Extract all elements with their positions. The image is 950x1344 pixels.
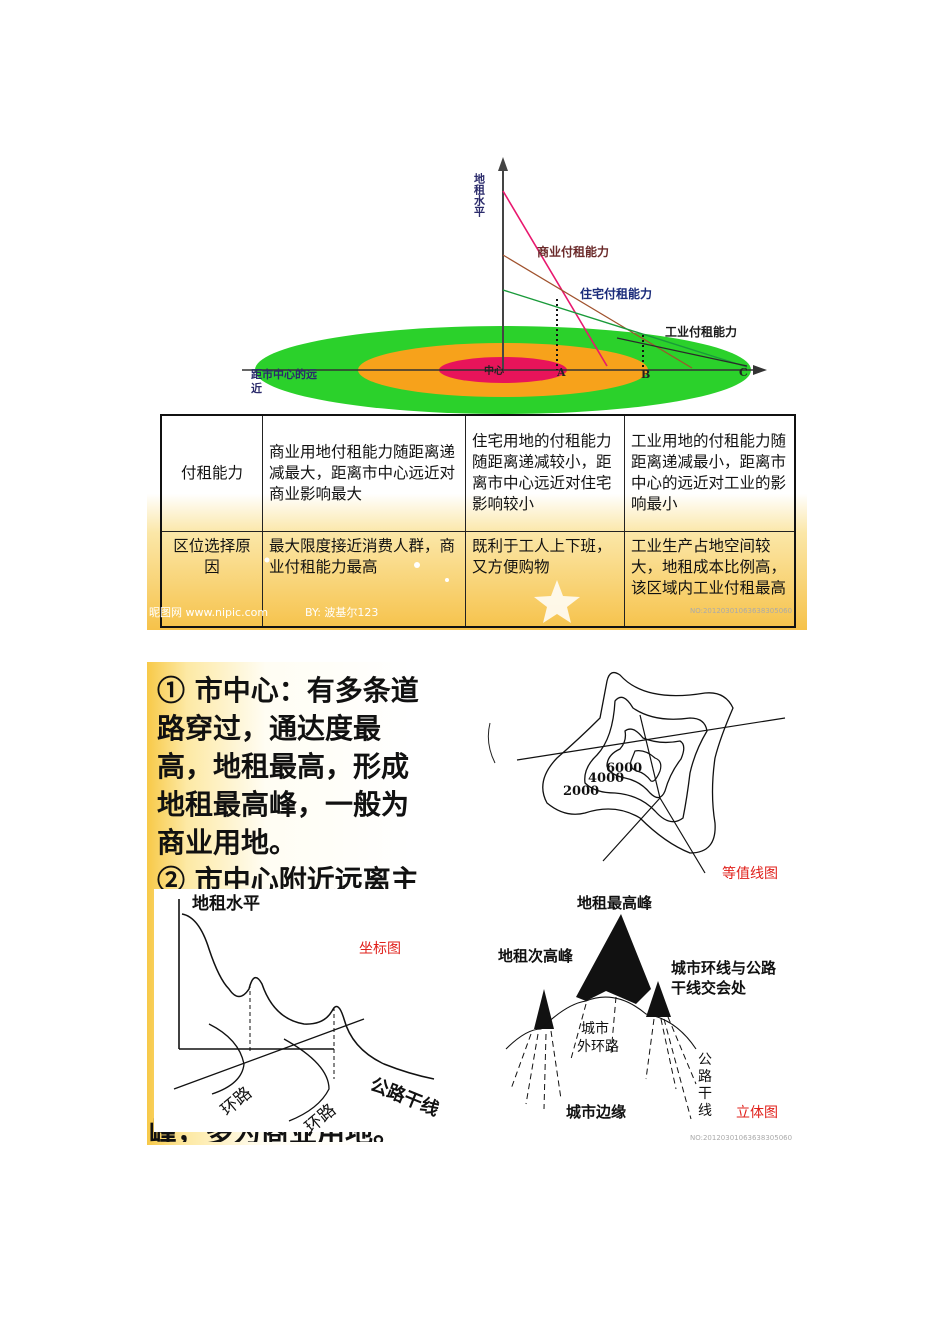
x-axis-label-box: 距市中心的远近 — [251, 368, 317, 395]
y-axis-label: 地租水平 — [473, 172, 486, 218]
contour-value: 4000 — [588, 771, 624, 786]
road-line — [659, 797, 706, 874]
contour-value: 6000 — [606, 761, 642, 776]
x-axis-arrow — [753, 365, 767, 375]
watermark-id: NO:20120301063638305060 — [690, 607, 793, 615]
residential-line — [502, 289, 748, 368]
industrial-label: 工业付租能力 — [665, 324, 737, 339]
residential-tan-line — [502, 254, 693, 369]
slope-dash — [510, 996, 697, 1120]
outer-ring-label-a: 城市 — [581, 1020, 609, 1037]
table-cell: 工业用地的付租能力随距离递减最小，距离市中心的远近对工业的影响最小 — [624, 414, 796, 532]
table-cell: 住宅用地的付租能力随距离递减较小，距离市中心远近对住宅影响较小 — [465, 414, 625, 532]
landscape-3d: 地租最高峰 地租次高峰 城市 外环路 城市边缘 — [498, 894, 697, 1121]
intersection-label: 城市环线与公路干线交会处 — [671, 959, 777, 997]
rent-curve — [181, 913, 435, 1080]
commercial-line — [502, 190, 608, 367]
watermark-author: BY: 波基尔123 — [305, 606, 379, 619]
ring-road-label-2: 环路 — [301, 1100, 340, 1132]
secondary-peak-left — [534, 989, 554, 1029]
coordinate-graph: 地租水平 环路 环路 公路干线 — [173, 893, 442, 1132]
ring-road-1 — [208, 1023, 245, 1095]
bid-rent-diagram: 地租水平 商业付租能力 住宅付租能力 工业付租能力 中心 A B C 距市中心的… — [242, 157, 767, 414]
point-a-label: A — [556, 366, 566, 379]
y-axis-arrow — [498, 157, 508, 171]
center-label: 中心 — [484, 364, 504, 377]
coordinate-caption: 坐标图 — [359, 941, 401, 957]
explanation-text: ① 市中心：有多条道 路穿过，通达度最 高，地租最高，形成 地租最高峰，一般为 … — [157, 672, 457, 900]
watermark-id-2: NO:20120301063638305060 — [690, 1134, 793, 1142]
table-row: 区位选择原因 最大限度接近消费人群，商业付租能力最高 既利于工人上下班，又方便购… — [160, 530, 796, 628]
main-peak — [576, 914, 651, 1004]
contour-outer — [542, 671, 734, 854]
table-cell: 商业用地付租能力随距离递减最大，距离市中心远近对商业影响最大 — [262, 414, 466, 532]
row-header: 付租能力 — [160, 414, 263, 532]
table-row: 付租能力 商业用地付租能力随距离递减最大，距离市中心远近对商业影响最大 住宅用地… — [160, 414, 796, 532]
contour-caption: 等值线图 — [722, 866, 778, 882]
x-axis-label: 距市中心的远近 — [251, 368, 317, 395]
row-header: 区位选择原因 — [160, 530, 263, 628]
landscape-slopes — [505, 996, 697, 1050]
table-cell: 最大限度接近消费人群，商业付租能力最高 — [262, 530, 466, 628]
road-line — [602, 797, 661, 862]
text-line: 地租最高峰，一般为 — [157, 788, 410, 821]
text-line: ① 市中心：有多条道 — [157, 674, 419, 707]
highway-line — [173, 1018, 365, 1090]
contour-map-box — [485, 663, 799, 885]
text-line: 路穿过，通达度最 — [157, 712, 382, 745]
graph-y-label: 地租水平 — [192, 893, 260, 914]
road-line — [639, 714, 661, 799]
highway-vertical-label: 公路干线 — [698, 1052, 712, 1119]
coordinate-graph-box — [154, 889, 480, 1132]
point-b-label: B — [641, 368, 650, 381]
text-line: 高，地租最高，形成 — [157, 750, 410, 783]
peak-label: 地租最高峰 — [577, 894, 653, 912]
landscape-caption: 立体图 — [736, 1105, 778, 1121]
ring-road-2 — [283, 1038, 330, 1122]
contour-value: 2000 — [563, 784, 599, 799]
ring-road-label-1: 环路 — [217, 1083, 256, 1120]
industrial-line — [616, 337, 748, 367]
secondary-peak-right — [646, 981, 671, 1017]
table-cell: 既利于工人上下班，又方便购物 — [465, 530, 625, 628]
watermark-site: 昵图网 www.nipic.com — [149, 606, 269, 619]
commercial-label: 商业付租能力 — [537, 244, 609, 259]
contour-core — [630, 750, 662, 782]
highway-label: 公路干线 — [367, 1073, 442, 1120]
contour-inner — [606, 728, 685, 799]
text-line: 商业用地。 — [157, 826, 298, 859]
contour-map: 6000 4000 2000 — [487, 671, 786, 874]
residential-label: 住宅付租能力 — [580, 286, 652, 301]
rent-table: 付租能力 商业用地付租能力随距离递减最大，距离市中心远近对商业影响最大 住宅用地… — [160, 414, 796, 628]
secondary-peak-label: 地租次高峰 — [498, 947, 574, 965]
point-c-label: C — [739, 366, 748, 379]
contour-mid — [584, 696, 708, 823]
edge-label: 城市边缘 — [566, 1103, 626, 1121]
road-line — [516, 717, 786, 761]
outer-ring-label-b: 外环路 — [577, 1039, 619, 1055]
table-cell: 工业生产占地空间较大，地租成本比例高，该区域内工业付租最高 — [624, 530, 796, 628]
